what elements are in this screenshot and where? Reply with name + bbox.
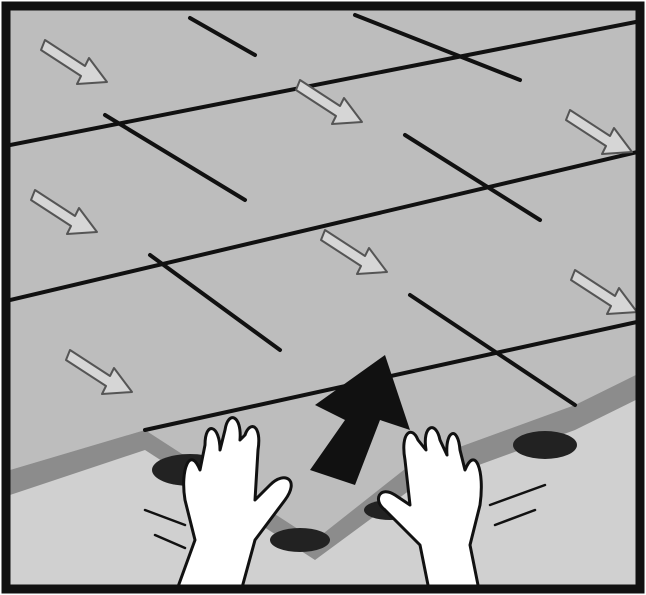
pedestal-support [513, 431, 577, 459]
pedestal-support [270, 528, 330, 552]
